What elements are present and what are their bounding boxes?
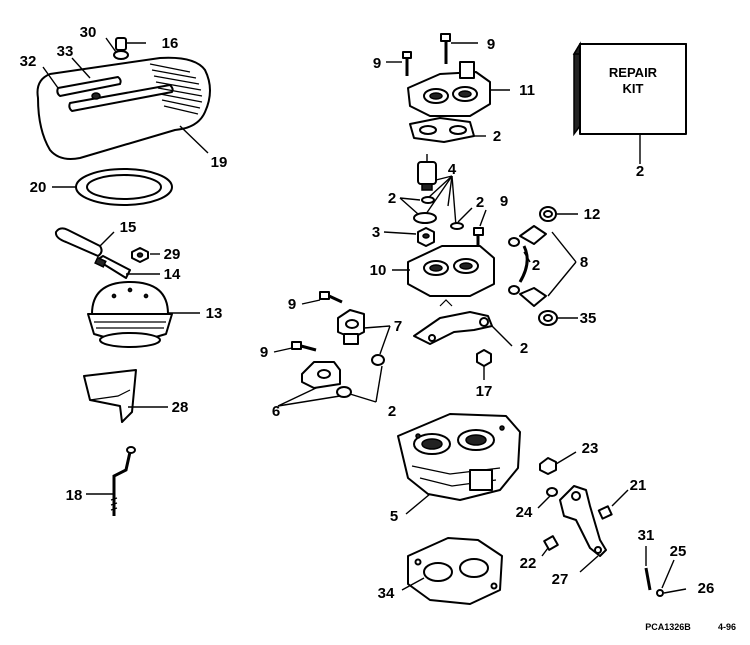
callout-16: 16 (162, 35, 179, 52)
part-27-throttle-arm (559, 485, 607, 573)
callout-13: 13 (206, 305, 223, 322)
callout-35: 35 (580, 310, 597, 327)
callout-20: 20 (30, 179, 47, 196)
part-2-lever (413, 299, 513, 347)
callout-14: 14 (164, 266, 181, 283)
repair-kit-line-2: KIT (623, 81, 644, 96)
callout-32: 32 (20, 53, 37, 70)
callout-9-top-right: 9 (487, 36, 495, 53)
callout-6: 6 (272, 403, 280, 420)
part-9-screw-left (301, 291, 343, 305)
callout-2-kit: 2 (636, 163, 644, 180)
part-9-screw-top-right (440, 33, 478, 64)
callout-2-o-rings: 2 (388, 190, 396, 207)
part-24-washer (537, 487, 558, 509)
part-14-tube (94, 255, 160, 279)
callout-22: 22 (520, 555, 537, 572)
callout-9-left: 9 (288, 296, 296, 313)
part-10-middle-body (392, 245, 495, 297)
callout-5: 5 (390, 508, 398, 525)
callout-2-switch: 2 (388, 403, 396, 420)
part-30-16-screw (105, 37, 146, 60)
part-9-screw-lower-left (273, 341, 317, 353)
callout-29: 29 (164, 246, 181, 263)
callout-12: 12 (584, 206, 601, 223)
callout-19: 19 (211, 154, 228, 171)
part-2-o-rings (399, 196, 473, 230)
callout-labels: 30 16 32 33 19 20 15 29 14 13 28 18 9 9 … (20, 24, 715, 602)
callout-28: 28 (172, 399, 189, 416)
part-12-washer (539, 206, 578, 222)
part-29-nut (131, 247, 160, 263)
part-34-base-gasket (401, 537, 503, 605)
callout-27: 27 (552, 571, 569, 588)
part-22-screw (541, 535, 559, 557)
callout-4: 4 (448, 161, 457, 178)
callout-18: 18 (66, 487, 83, 504)
part-23-nut (539, 451, 577, 475)
callout-3: 3 (372, 224, 380, 241)
callout-26: 26 (698, 580, 715, 597)
callout-31: 31 (638, 527, 655, 544)
callout-34: 34 (378, 585, 395, 602)
callout-2-lever: 2 (520, 340, 528, 357)
part-19-cover (36, 56, 211, 160)
callout-9-mid: 9 (500, 193, 508, 210)
callout-17: 17 (476, 383, 493, 400)
part-2-gasket-upper (409, 117, 486, 143)
drawing-ref-code: PCA1326B (645, 622, 691, 632)
callout-9-top-left: 9 (373, 55, 381, 72)
callout-25: 25 (670, 543, 687, 560)
repair-kit-line-1: REPAIR (609, 65, 658, 80)
part-18-rod (86, 446, 136, 516)
callout-33: 33 (57, 43, 74, 60)
part-15-hose (54, 227, 115, 257)
callout-23: 23 (582, 440, 599, 457)
callout-2-fuel-line: 2 (532, 257, 540, 274)
part-9-screw-mid (473, 209, 487, 248)
part-2-repair-kit-box (572, 41, 688, 164)
part-9-screw-top-left (386, 51, 412, 76)
part-5-carburetor (397, 413, 521, 515)
callout-8: 8 (580, 254, 588, 271)
drawing-ref-date: 4-96 (718, 622, 736, 632)
part-35-washer (538, 310, 578, 326)
part-4-needle-valve (417, 154, 457, 227)
part-21-screw (597, 489, 629, 520)
callout-2-upper-gasket: 2 (493, 128, 501, 145)
part-6-switch (277, 361, 383, 407)
callout-9-lower-left: 9 (260, 344, 268, 361)
callout-15: 15 (120, 219, 137, 236)
part-28-bracket (83, 369, 168, 423)
callout-11: 11 (519, 82, 535, 99)
part-13-silencer (87, 281, 200, 348)
callout-7: 7 (394, 318, 402, 335)
part-8-fuel-line (508, 225, 577, 307)
callout-10: 10 (370, 262, 387, 279)
part-11-upper-body (407, 61, 510, 117)
callout-24: 24 (516, 504, 533, 521)
repair-kit-label: REPAIR KIT (609, 65, 658, 96)
part-20-gasket (52, 168, 173, 206)
callout-30: 30 (80, 24, 97, 41)
part-7-sensor (337, 309, 391, 366)
part-31-pin (644, 546, 652, 591)
callout-2-small-ring: 2 (476, 194, 484, 211)
part-25-26-clip (656, 559, 687, 597)
drawing-reference: PCA1326B 4-96 (645, 622, 736, 632)
part-17-nut (476, 349, 492, 380)
callout-21: 21 (630, 477, 647, 494)
part-3-jet (383, 227, 435, 247)
